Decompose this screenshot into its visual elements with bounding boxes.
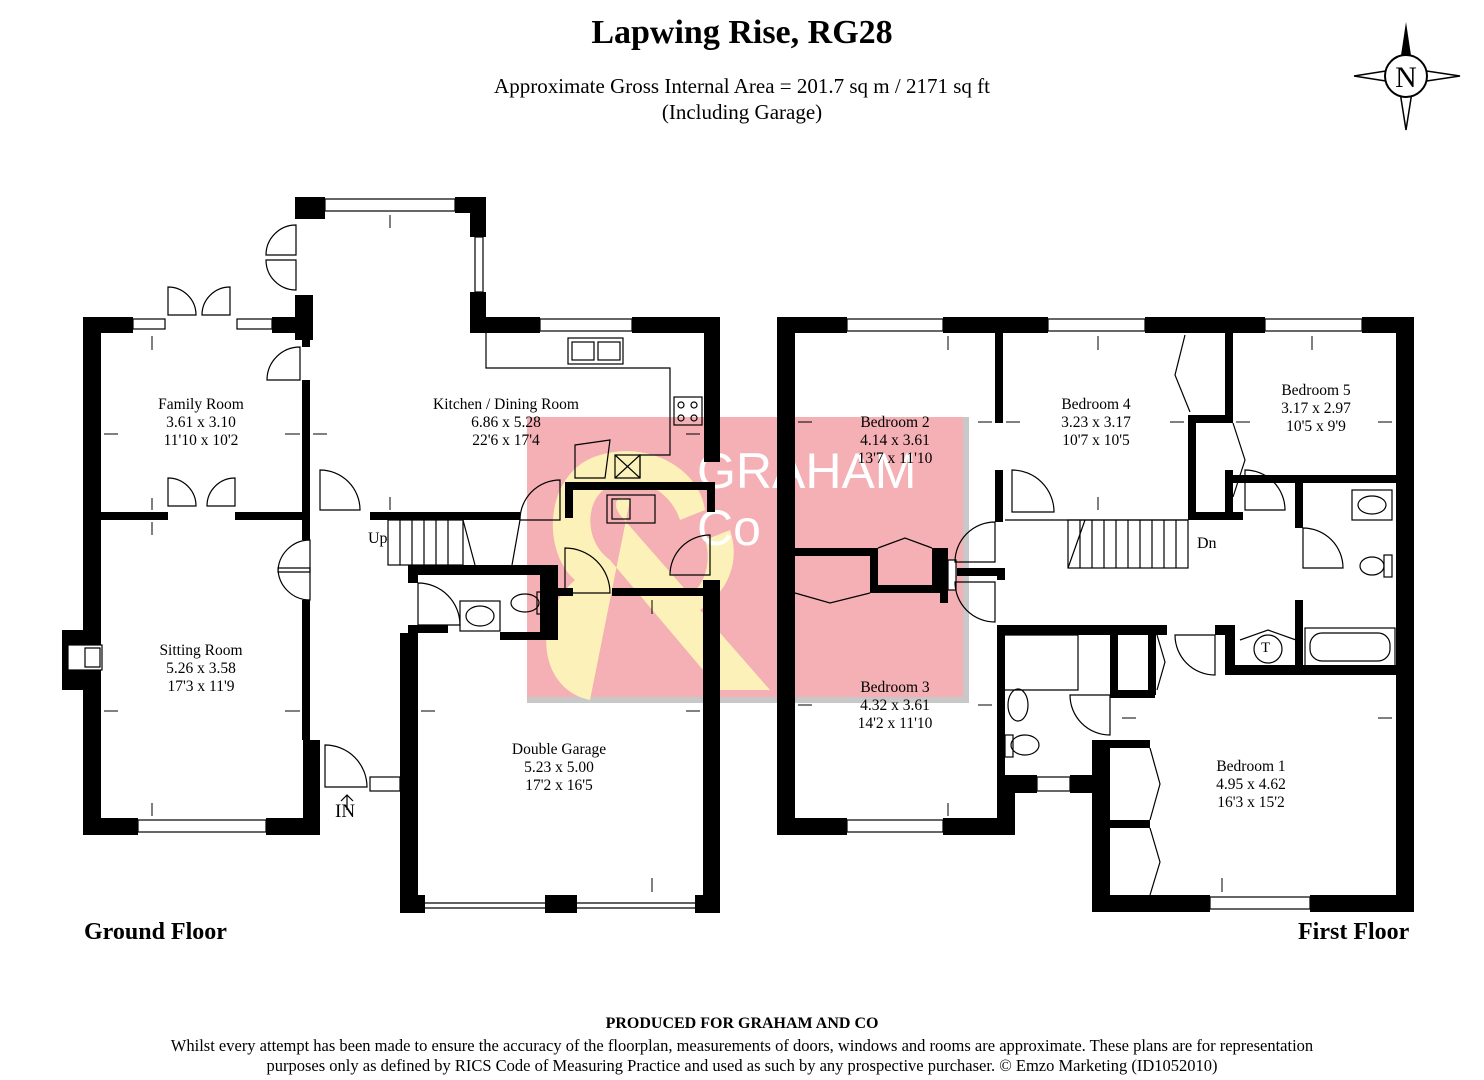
entrance-label: IN (335, 801, 356, 822)
room-imperial: 22'6 x 17'4 (472, 432, 540, 449)
room-imperial: 13'7 x 11'10 (857, 450, 933, 467)
room-metric: 4.95 x 4.62 (1216, 776, 1286, 793)
room-name: Bedroom 4 (1061, 396, 1131, 413)
room-bedroom-4: Bedroom 4 3.23 x 3.17 10'7 x 10'5 (1061, 396, 1131, 450)
room-name: Bedroom 5 (1281, 382, 1351, 399)
watermark-text-graham: GRAHAM (697, 443, 916, 499)
compass-icon: N (1353, 22, 1461, 131)
room-bedroom-2: Bedroom 2 4.14 x 3.61 13'7 x 11'10 (858, 414, 933, 468)
room-metric: 3.61 x 3.10 (166, 414, 236, 431)
room-name: Kitchen / Dining Room (433, 396, 579, 413)
room-name: Bedroom 3 (860, 679, 930, 696)
room-kitchen-dining: Kitchen / Dining Room 6.86 x 5.28 22'6 x… (433, 396, 579, 450)
room-name: Sitting Room (159, 642, 243, 659)
room-metric: 5.23 x 5.00 (524, 759, 594, 776)
page-title: Lapwing Rise, RG28 (591, 14, 893, 51)
room-name: Family Room (158, 396, 244, 413)
room-imperial: 10'7 x 10'5 (1062, 432, 1130, 449)
footer-disclaimer-line-2: purposes only as defined by RICS Code of… (266, 1056, 1218, 1075)
first-floor-windows (846, 318, 1363, 910)
ground-floor-walls (62, 197, 720, 913)
area-note: (Including Garage) (661, 100, 823, 124)
room-metric: 5.26 x 3.58 (166, 660, 236, 677)
room-imperial: 16'3 x 15'2 (1217, 794, 1285, 811)
ground-floor-windows (67, 198, 695, 909)
stairs-up-label: Up (368, 530, 388, 547)
stairs-down-label: Dn (1197, 535, 1217, 552)
room-double-garage: Double Garage 5.23 x 5.00 17'2 x 16'5 (512, 741, 606, 795)
room-name: Bedroom 1 (1216, 758, 1286, 775)
room-imperial: 17'2 x 16'5 (525, 777, 593, 794)
ground-floor-doors (167, 224, 711, 810)
room-imperial: 14'2 x 11'10 (857, 715, 933, 732)
room-imperial: 10'5 x 9'9 (1286, 418, 1346, 435)
room-imperial: 17'3 x 11'9 (167, 678, 235, 695)
first-floor-measure-arrows (798, 336, 1392, 892)
room-name: Double Garage (511, 741, 607, 758)
airing-cupboard-label: T (1261, 640, 1271, 656)
ground-floor-label: Ground Floor (84, 919, 227, 945)
room-name: Bedroom 2 (860, 414, 930, 431)
footer-disclaimer-line-1: Whilst every attempt has been made to en… (170, 1036, 1314, 1055)
area-line: Approximate Gross Internal Area = 201.7 … (494, 74, 990, 98)
room-metric: 6.86 x 5.28 (471, 414, 541, 431)
footer-produced-for: PRODUCED FOR GRAHAM AND CO (605, 1015, 879, 1032)
room-metric: 4.32 x 3.61 (860, 697, 930, 714)
compass-letter: N (1395, 61, 1417, 94)
room-metric: 4.14 x 3.61 (860, 432, 930, 449)
room-metric: 3.23 x 3.17 (1061, 414, 1131, 431)
room-imperial: 11'10 x 10'2 (163, 432, 239, 449)
watermark-text-co: Co (697, 500, 761, 556)
ground-floor-measure-arrows (104, 215, 700, 892)
room-sitting-room: Sitting Room 5.26 x 3.58 17'3 x 11'9 (159, 642, 242, 696)
room-bedroom-1: Bedroom 1 4.95 x 4.62 16'3 x 15'2 (1216, 758, 1286, 812)
room-metric: 3.17 x 2.97 (1281, 400, 1351, 417)
room-bedroom-5: Bedroom 5 3.17 x 2.97 10'5 x 9'9 (1281, 382, 1351, 436)
first-floor-walls (777, 317, 1414, 912)
room-bedroom-3: Bedroom 3 4.32 x 3.61 14'2 x 11'10 (858, 679, 933, 733)
first-floor-label: First Floor (1298, 919, 1410, 945)
room-family-room: Family Room 3.61 x 3.10 11'10 x 10'2 (158, 396, 244, 450)
first-floor-doors (794, 334, 1396, 896)
